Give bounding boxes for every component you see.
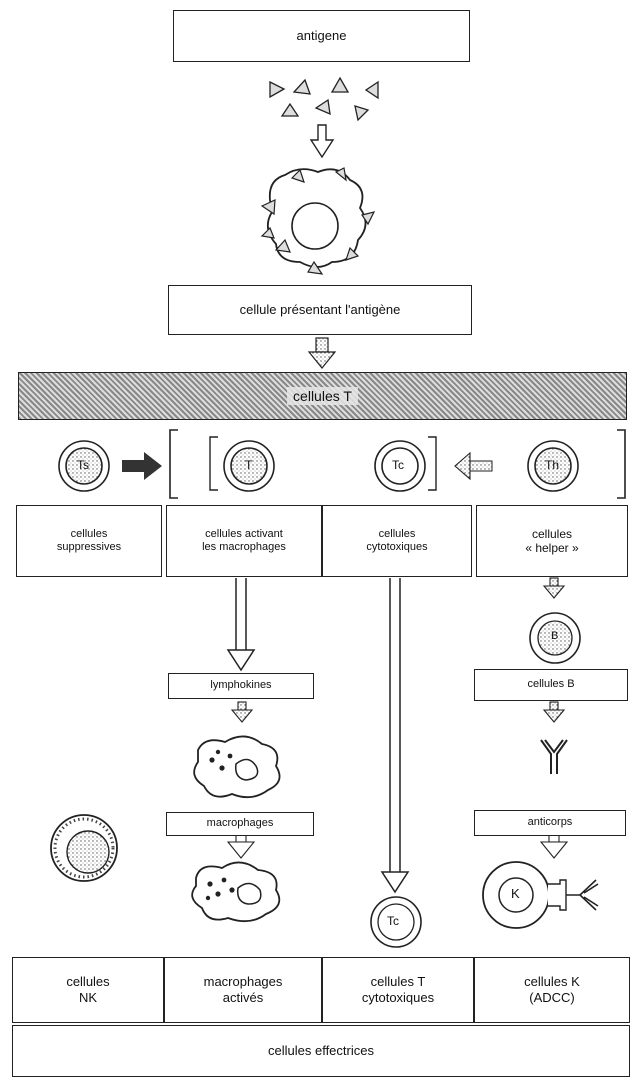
t-cells-label: cellules T	[287, 387, 358, 405]
nk-line1: cellules	[66, 974, 110, 990]
cytotoxic-line1: cellules	[378, 527, 416, 540]
nk-cells-box: cellules NK	[12, 957, 164, 1023]
antibodies-label: anticorps	[527, 816, 573, 829]
macro-act-line1: macrophages	[203, 974, 283, 990]
effector-label: cellules effectrices	[268, 1043, 374, 1059]
t-cells-band: cellules T	[18, 372, 627, 420]
antigen-box: antigene	[173, 10, 470, 62]
b-cells-box: cellules B	[474, 669, 628, 701]
lymphokines-box: lymphokines	[168, 673, 314, 699]
apc-nucleus	[291, 202, 339, 250]
cytotoxic-line2: cytotoxiques	[366, 541, 428, 553]
nk-line2: NK	[78, 990, 98, 1005]
activated-macrophages-box: macrophages activés	[164, 957, 322, 1023]
lymphokines-label: lymphokines	[210, 679, 272, 692]
k-label: K	[511, 886, 520, 901]
helper-cells-box: cellules « helper »	[476, 505, 628, 577]
macrophages-box: macrophages	[166, 812, 314, 836]
tcyto-line1: cellules T	[370, 974, 426, 990]
k-line2: (ADCC)	[529, 990, 575, 1005]
ts-label: Ts	[77, 458, 89, 472]
long-arrows	[226, 578, 410, 894]
bracket-group	[169, 429, 178, 499]
apc-box: cellule présentant l'antigène	[168, 285, 472, 335]
effector-cells-box: cellules effectrices	[12, 1025, 630, 1077]
suppressive-cells-box: cellules suppressives	[16, 505, 162, 577]
k-cells-box: cellules K (ADCC)	[474, 957, 630, 1023]
tcyto-line2: cytotoxiques	[361, 990, 435, 1005]
activated-macrophage-cell	[191, 861, 281, 923]
antibodies-box: anticorps	[474, 810, 626, 836]
apc-antigen-bits	[260, 167, 376, 275]
antigen-label: antigene	[296, 28, 347, 44]
t-label: T	[245, 458, 253, 472]
tc-bottom-label: Tc	[387, 914, 399, 928]
cytotoxic-cells-box: cellules cytotoxiques	[322, 505, 472, 577]
helper-line2: « helper »	[525, 541, 579, 555]
k-line1: cellules K	[524, 974, 580, 990]
activating-line2: les macrophages	[202, 541, 286, 553]
b-label: B	[551, 630, 559, 642]
suppressive-line1: cellules	[70, 527, 108, 540]
helper-line1: cellules	[531, 526, 573, 541]
macrophages-label: macrophages	[206, 817, 274, 830]
antibody	[540, 739, 568, 774]
th-label: Th	[545, 458, 560, 472]
small-arrows	[226, 577, 569, 859]
apc-label: cellule présentant l'antigène	[239, 302, 401, 318]
suppressive-line2: suppressives	[56, 541, 122, 553]
activating-line1: cellules activant	[205, 527, 283, 540]
antigen-particles	[269, 76, 379, 122]
tc-label: Tc	[392, 458, 404, 472]
activating-cells-box: cellules activant les macrophages	[166, 505, 322, 577]
cytotoxic-t-cells-box: cellules T cytotoxiques	[322, 957, 474, 1023]
macro-act-line2: activés	[222, 990, 264, 1005]
b-cells-label: cellules B	[527, 678, 575, 691]
t-cell-circles	[58, 440, 579, 492]
arrow-antigen-to-apc	[309, 124, 335, 159]
